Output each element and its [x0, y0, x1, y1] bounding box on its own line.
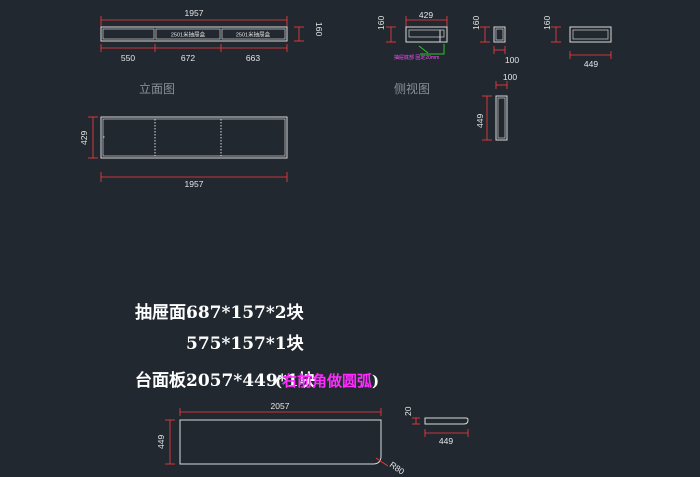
material-notes: 抽屉面: 687*157*2块 575*157*1块 台面板: 2057*449… [135, 302, 379, 391]
countertop-width: 2057 [271, 401, 290, 411]
right-part: 160 449 [542, 16, 612, 69]
section-thickness: 20 [403, 406, 413, 416]
countertop-depth: 449 [156, 435, 166, 449]
side-view-label: 侧视图 [394, 81, 430, 96]
right-part-width: 449 [584, 59, 598, 69]
front-view-lower: 429 1957 [79, 116, 288, 189]
right-part-height: 160 [542, 16, 552, 30]
countertop-value: 2057*449*1块 [186, 371, 316, 391]
countertop-label: 台面板: [135, 370, 192, 391]
side-depth: 429 [419, 10, 433, 20]
side-height: 160 [376, 16, 386, 30]
drawer-face-line1: 687*157*2块 [186, 303, 305, 323]
section-depth: 449 [439, 436, 453, 446]
drawer-face-label: 抽屉面: [135, 302, 192, 323]
small-part-width: 100 [505, 55, 519, 65]
panel-height: 449 [475, 114, 485, 128]
segment-1: 550 [121, 53, 135, 63]
countertop-plan: 2057 449 R80 [156, 401, 407, 477]
front-view: 1957 2501米抽屉盒 2501米抽屉盒 160 550 672 663 立… [100, 8, 324, 96]
countertop-note: 右前角做圆弧 [282, 372, 372, 390]
drawer-label-2: 2501米抽屉盒 [236, 31, 271, 39]
countertop-close-paren: ) [372, 372, 379, 390]
small-part-height: 160 [471, 16, 481, 30]
panel-width: 100 [503, 72, 517, 82]
panel-piece: 100 449 [475, 72, 517, 141]
small-part: 160 100 [471, 16, 519, 65]
countertop-radius: R80 [388, 459, 407, 476]
front-view-label: 立面图 [139, 81, 175, 96]
segment-3: 663 [246, 53, 260, 63]
front-overall-width: 1957 [185, 8, 204, 18]
front-height: 160 [314, 22, 324, 36]
side-view: 429 160 抽屉底部 固定20mm 侧视图 [376, 10, 448, 96]
drawer-face-line2: 575*157*1块 [186, 334, 305, 354]
segment-2: 672 [181, 53, 195, 63]
drawer-label-1: 2501米抽屉盒 [171, 31, 206, 39]
countertop-open-paren: ( [275, 372, 282, 390]
front-cabinet [100, 26, 288, 42]
side-note: 抽屉底部 固定20mm [394, 54, 439, 61]
countertop-section: 20 449 [403, 406, 469, 446]
lower-overall-width: 1957 [185, 179, 204, 189]
lower-height: 429 [79, 131, 89, 145]
